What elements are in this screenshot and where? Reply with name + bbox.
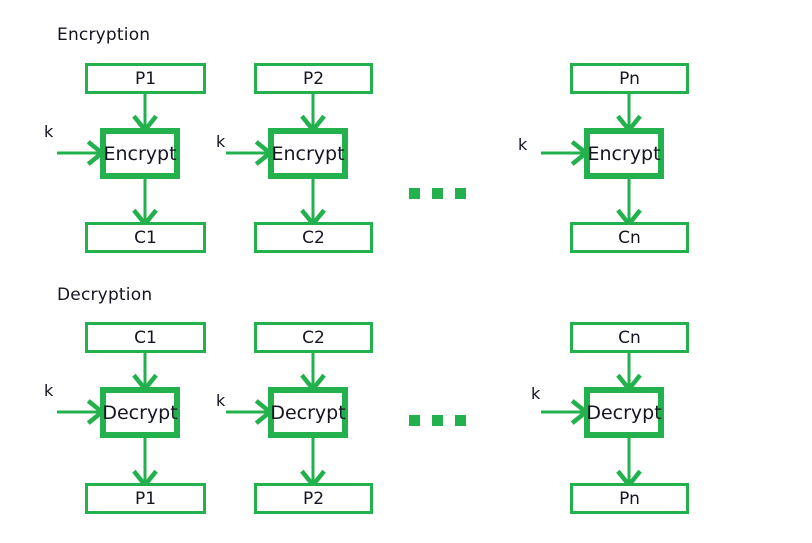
decrypt-process-1: Decrypt [100,387,180,438]
decrypt-output-box-2: P2 [254,483,373,514]
ciphertext-box-2: C2 [254,222,373,253]
decrypt-process-2-label: Decrypt [270,401,346,424]
plaintext-box-1: P1 [85,63,206,94]
ellipsis-dot [455,415,466,426]
plaintext-box-1-label: P1 [134,68,157,89]
key-label-decrypt-1: k [44,381,54,400]
encrypt-process-2-label: Encrypt [271,142,345,165]
decrypt-output-box-2-label: P2 [302,488,325,509]
decrypt-output-box-n-label: Pn [619,488,640,509]
plaintext-box-n-label: Pn [619,68,640,89]
decrypt-input-box-1: C1 [85,322,206,353]
ciphertext-box-1-label: C1 [134,227,157,248]
decrypt-output-box-1: P1 [85,483,206,514]
decrypt-input-box-2-label: C2 [302,327,325,348]
key-label-encrypt-n: k [518,135,528,154]
key-label-encrypt-2: k [216,132,226,151]
decrypt-input-box-n-label: Cn [618,327,641,348]
key-label-decrypt-n: k [531,384,541,403]
decrypt-output-box-1-label: P1 [134,488,157,509]
decrypt-process-1-label: Decrypt [102,401,178,424]
decrypt-process-2: Decrypt [268,387,348,438]
encrypt-process-n-label: Encrypt [587,142,661,165]
encrypt-process-1: Encrypt [100,128,180,179]
encrypt-process-1-label: Encrypt [103,142,177,165]
ellipsis-dot [432,188,443,199]
ellipsis-dot [409,415,420,426]
ciphertext-box-1: C1 [85,222,206,253]
decrypt-input-box-1-label: C1 [134,327,157,348]
decrypt-process-n-label: Decrypt [586,401,662,424]
encryption-section-title: Encryption [57,25,151,45]
key-label-decrypt-2: k [216,391,226,410]
encrypt-process-2: Encrypt [268,128,348,179]
plaintext-box-2-label: P2 [302,68,325,89]
encrypt-process-n: Encrypt [584,128,664,179]
decrypt-process-n: Decrypt [584,387,664,438]
plaintext-box-2: P2 [254,63,373,94]
ellipsis-dot [455,188,466,199]
ellipsis-dot [432,415,443,426]
decrypt-input-box-n: Cn [570,322,689,353]
plaintext-box-n: Pn [570,63,689,94]
decrypt-output-box-n: Pn [570,483,689,514]
ciphertext-box-n: Cn [570,222,689,253]
ciphertext-box-2-label: C2 [302,227,325,248]
ellipsis-dot [409,188,420,199]
ciphertext-box-n-label: Cn [618,227,641,248]
key-label-encrypt-1: k [44,122,54,141]
decryption-section-title: Decryption [57,285,153,305]
decrypt-input-box-2: C2 [254,322,373,353]
